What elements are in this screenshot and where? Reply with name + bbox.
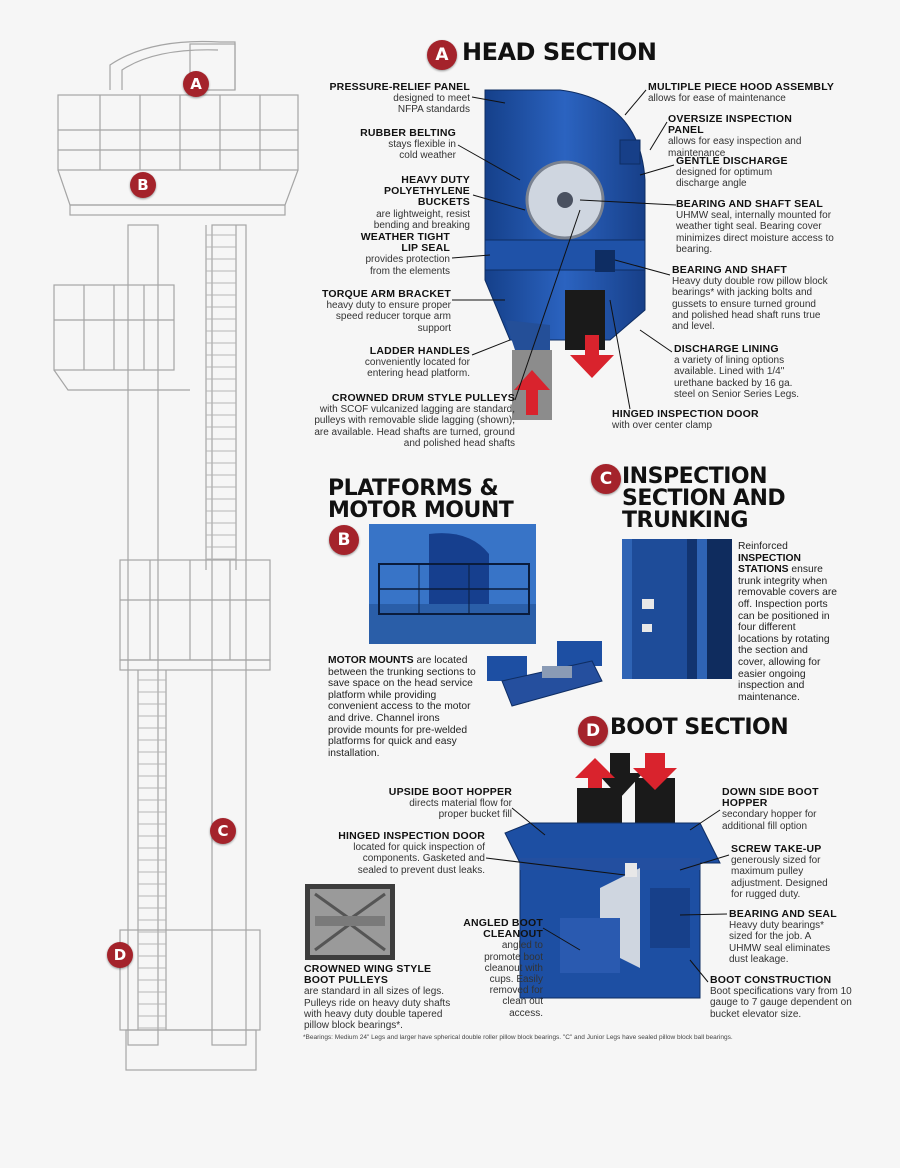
diagram-badge-a: A — [183, 71, 209, 97]
head-badge: A — [427, 40, 457, 70]
boot-title: BOOT SECTION — [610, 715, 789, 740]
motor-mount-illustration — [487, 641, 603, 707]
diagram-badge-b: B — [130, 172, 156, 198]
head-leader-lines — [451, 89, 677, 410]
diagram-badge-d: D — [107, 942, 133, 968]
inspection-title-line1: INSPECTION — [622, 464, 768, 489]
inspection-description: Reinforced INSPECTION STATIONS ensure tr… — [738, 541, 838, 703]
diagram-badge-c: C — [210, 818, 236, 844]
inspection-photo — [622, 539, 732, 679]
inspection-title-line3: TRUNKING — [622, 508, 748, 533]
platform-photo — [369, 524, 536, 644]
boot-badge: D — [578, 716, 608, 746]
bearings-footnote: *Bearings: Medium 24" Legs and larger ha… — [303, 1034, 733, 1041]
head-section-illustration — [484, 89, 646, 420]
inspection-badge: C — [591, 464, 621, 494]
platforms-title-line2: MOTOR MOUNT — [328, 498, 514, 523]
inspection-title-line2: SECTION AND — [622, 486, 786, 511]
platforms-badge: B — [329, 525, 359, 555]
platforms-title-line1: PLATFORMS & — [328, 476, 499, 501]
elevator-structure-diagram — [53, 40, 299, 1071]
platforms-description: MOTOR MOUNTS are located between the tru… — [328, 655, 476, 759]
head-title: HEAD SECTION — [462, 38, 657, 66]
wing-pulley-photo — [305, 884, 395, 960]
